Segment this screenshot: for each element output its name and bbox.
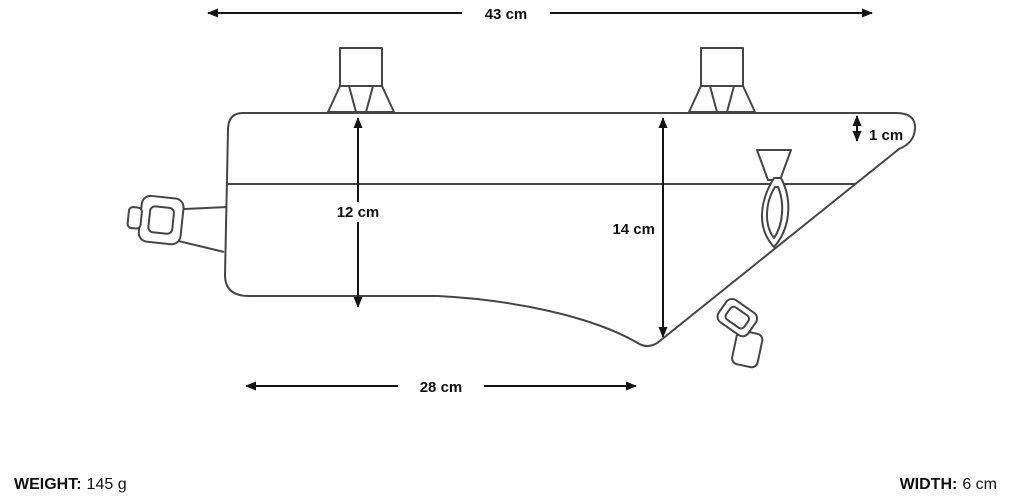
spec-footer: WEIGHT:145 g WIDTH:6 cm (0, 476, 1011, 494)
left-buckle-icon (126, 194, 229, 253)
weight-value: 145 g (86, 476, 127, 493)
dim-bottom-width-label: 28 cm (420, 379, 463, 396)
top-strap-right-icon (688, 47, 756, 113)
dim-center-height-label: 14 cm (612, 221, 655, 238)
lower-right-strap-icon (716, 297, 764, 369)
width-spec: WIDTH:6 cm (900, 476, 997, 494)
weight-spec: WEIGHT:145 g (14, 476, 127, 494)
dim-top-right-height-label: 1 cm (869, 127, 903, 144)
bag-outline (224, 112, 917, 347)
dim-left-height-label: 12 cm (337, 204, 380, 221)
dimension-annotations: 43 cm 12 cm 14 cm 1 cm 28 cm (207, 2, 903, 397)
attachment-loop-icon (756, 149, 792, 248)
top-strap-left-icon (327, 47, 395, 113)
bag-drawing (126, 47, 917, 369)
width-label: WIDTH: (899, 476, 958, 493)
width-value: 6 cm (962, 476, 997, 493)
dim-top-width-label: 43 cm (485, 6, 528, 23)
weight-label: WEIGHT: (14, 476, 82, 493)
diagram-svg: 43 cm 12 cm 14 cm 1 cm 28 cm (126, 2, 917, 397)
